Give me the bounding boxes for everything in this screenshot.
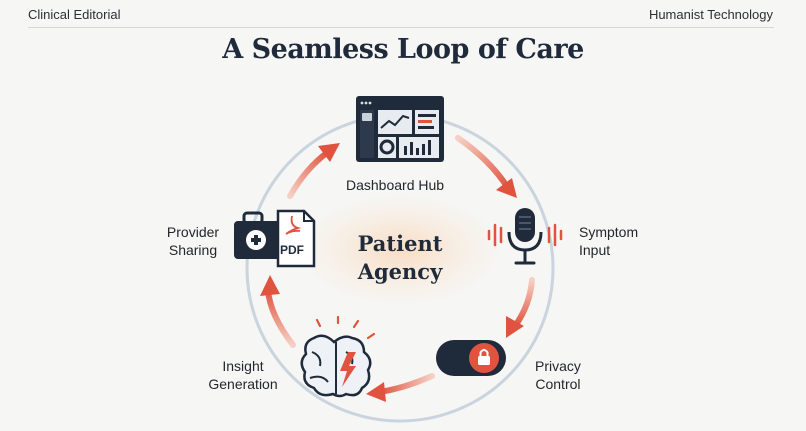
microphone-icon — [487, 208, 563, 265]
node-label-provider-line1: Provider — [166, 224, 220, 240]
arrow-insight-to-provider — [260, 275, 296, 348]
node-label-privacy-line1: Privacy — [535, 358, 581, 374]
arrow-provider-to-dashboard — [287, 143, 340, 199]
node-label-insight: Insight Generation — [204, 357, 282, 393]
node-label-symptom-line1: Symptom — [579, 224, 639, 240]
arrow-symptom-to-privacy — [506, 277, 535, 338]
node-label-provider: Provider Sharing — [162, 223, 224, 259]
header-right-text: Humanist Technology — [648, 7, 773, 22]
node-label-symptom-line2: Input — [579, 242, 611, 258]
center-glow — [300, 195, 500, 305]
node-label-dashboard: Dashboard Hub — [346, 176, 444, 194]
pdf-badge: PDF — [280, 243, 304, 257]
header-divider — [28, 27, 774, 28]
header-left-text: Clinical Editorial — [28, 7, 121, 22]
node-label-provider-line2: Sharing — [168, 242, 218, 258]
center-label-line1: Patient — [357, 231, 443, 256]
arrow-privacy-to-insight — [366, 373, 435, 402]
dashboard-icon — [356, 96, 444, 162]
arrow-dashboard-to-symptom — [455, 135, 517, 198]
node-label-insight-line2: Generation — [208, 376, 278, 392]
node-label-privacy: Privacy Control — [535, 357, 581, 393]
center-label: Patient Agency — [300, 230, 500, 286]
node-label-privacy-line2: Control — [535, 376, 581, 392]
brain-icon — [300, 315, 376, 398]
center-label-line2: Agency — [357, 259, 443, 284]
page-title: A Seamless Loop of Care — [222, 34, 584, 65]
lock-toggle-icon — [436, 340, 506, 376]
node-label-dashboard-line1: Dashboard Hub — [346, 177, 445, 193]
medical-kit-pdf-icon — [234, 209, 316, 268]
node-label-insight-line1: Insight — [222, 358, 264, 374]
node-label-symptom: Symptom Input — [579, 223, 638, 259]
